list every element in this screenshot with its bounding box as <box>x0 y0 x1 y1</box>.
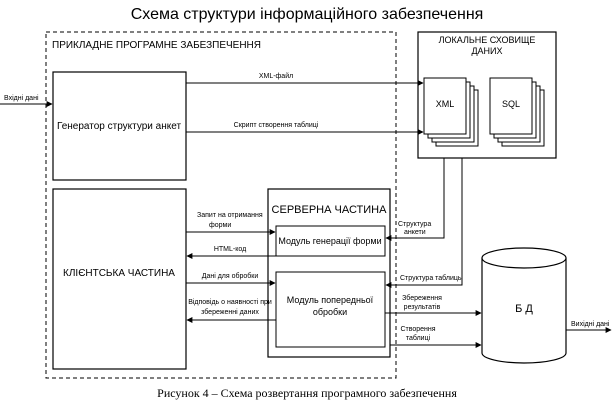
form-request-label-1: Запит на отримання <box>197 212 263 219</box>
sql-label: SQL <box>502 99 520 109</box>
form-request-label-2: форми <box>209 222 231 229</box>
questionnaire-structure-arrow <box>385 158 445 241</box>
applied-software-container <box>45 31 397 379</box>
data-processing-label: Дані для обробки <box>202 272 259 280</box>
local-storage-label-2: ДАНИХ <box>471 46 502 56</box>
figure-caption: Рисунок 4 – Схема розвертання програмног… <box>157 386 457 400</box>
generator-label: Генератор структури анкет <box>57 121 181 132</box>
sql-script-label: Скрипт створення таблиці <box>234 121 319 129</box>
xml-file-label: XML-файл <box>259 72 293 80</box>
tables-structure-arrow <box>385 158 463 288</box>
input-arrow-label: Вхідні дані <box>4 94 39 102</box>
form-module-box <box>275 225 386 257</box>
tables-structure-label: Структура таблиць <box>400 274 462 282</box>
save-results-label-1: Збереження <box>402 294 442 302</box>
client-box <box>52 188 187 370</box>
create-table-label-2: таблиці <box>406 334 431 342</box>
server-label: СЕРВЕРНА ЧАСТИНА <box>272 204 388 216</box>
generator-box <box>52 71 187 181</box>
local-storage-label-1: ЛОКАЛЬНЕ СХОВИЩЕ <box>439 35 536 45</box>
applied-software-label: ПРИКЛАДНЕ ПРОГРАМНЕ ЗАБЕЗПЕЧЕННЯ <box>52 40 261 51</box>
database-cylinder: Б Д <box>481 247 567 364</box>
processing-module-label-1: Модуль попередньої <box>287 295 374 305</box>
database-label: Б Д <box>515 303 533 315</box>
output-arrow-label: Вихідні дані <box>571 320 610 328</box>
response-label-2: збереженні даних <box>201 308 259 316</box>
questionnaire-structure-label-2: анкети <box>404 229 426 236</box>
processing-module-box <box>275 271 386 348</box>
questionnaire-structure-label-1: Структура <box>398 221 431 228</box>
response-label-1: Відповідь о наявності при <box>188 298 272 306</box>
create-table-label-1: Створення <box>400 326 435 333</box>
save-results-label-2: результатів <box>404 303 441 311</box>
html-code-label: HTML-код <box>214 246 246 253</box>
xml-documents: XML <box>423 77 479 147</box>
sql-documents: SQL <box>489 77 545 147</box>
xml-label: XML <box>436 99 455 109</box>
form-module-label: Модуль генерації форми <box>278 236 381 246</box>
processing-module-label-2: обробки <box>313 307 347 317</box>
page-title: Схема структури інформаційного забезпече… <box>131 6 484 23</box>
client-label: КЛІЄНТСЬКА ЧАСТИНА <box>63 268 175 279</box>
